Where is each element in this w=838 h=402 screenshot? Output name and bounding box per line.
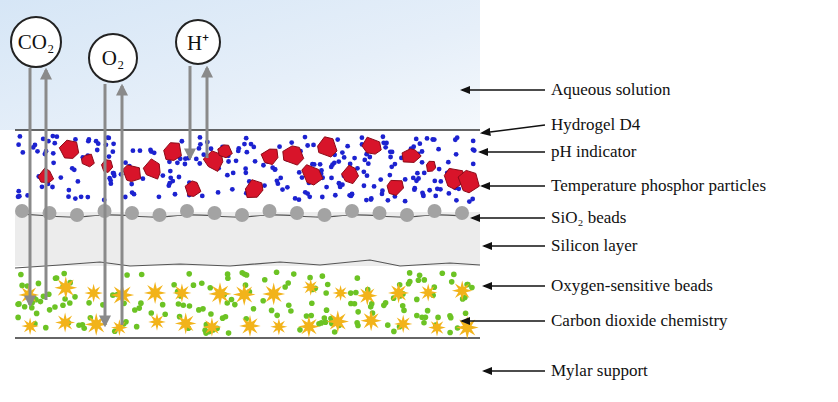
hydrogel-layer <box>15 130 480 210</box>
molecule-circle: H⁺ <box>175 19 221 65</box>
co2-chemistry <box>19 276 479 339</box>
layer-label: Temperature phosphor particles <box>551 176 766 196</box>
molecule-circle: O₂ <box>88 33 138 83</box>
layer-label: Carbon dioxide chemistry <box>551 311 728 331</box>
layer-label: Hydrogel D4 <box>551 115 640 135</box>
layer-label: Aqueous solution <box>551 80 670 100</box>
molecule-label: O₂ <box>102 46 125 71</box>
layer-label: Silicon layer <box>551 236 637 256</box>
molecule-circle: CO₂ <box>10 16 63 69</box>
layer-label: Mylar support <box>551 361 648 381</box>
sensing-layer <box>15 266 480 338</box>
hydrogel-boundary <box>15 129 480 131</box>
oxygen-beads <box>15 269 475 336</box>
molecule-label: H⁺ <box>187 28 209 56</box>
molecule-label: CO₂ <box>18 30 55 55</box>
mylar-boundary <box>15 337 480 339</box>
ph-indicator-dots <box>16 134 477 204</box>
layer-label: SiO₂ beads <box>551 208 626 228</box>
layer-label: pH indicator <box>551 142 636 162</box>
sensing-surface <box>15 260 480 268</box>
leader-arrows <box>462 90 545 371</box>
layer-label: Oxygen-sensitive beads <box>551 276 713 296</box>
sio2-beads <box>15 204 469 222</box>
aqueous-region <box>0 0 480 130</box>
diffusion-arrows <box>30 66 207 325</box>
